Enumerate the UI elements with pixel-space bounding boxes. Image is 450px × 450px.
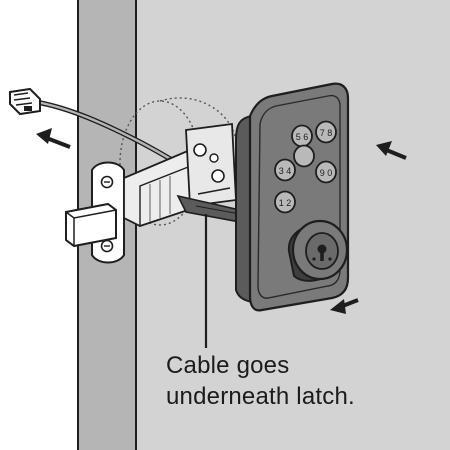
callout-caption: Cable goes underneath latch.: [166, 350, 446, 412]
keypad-key-34: 3 4: [274, 158, 296, 182]
ethernet-plug-icon: [9, 87, 41, 116]
deadbolt-cylinder: [287, 219, 349, 282]
keypad-key-label: 5 6: [296, 132, 309, 142]
keypad-key-12: 1 2: [274, 190, 296, 214]
keypad-key-90: 9 0: [315, 160, 337, 184]
keypad-lock: 5 6 7 8 3 4 9 0 1 2: [235, 82, 350, 312]
keyhole-icon: [312, 244, 332, 261]
keypad-key-label: 7 8: [320, 128, 333, 138]
keypad-key-blank: [293, 144, 315, 168]
keypad-key-label: 3 4: [279, 166, 292, 176]
keypad-key-78: 7 8: [315, 120, 337, 144]
keypad-key-label: 1 2: [279, 198, 292, 208]
caption-line-2: underneath latch.: [166, 383, 355, 410]
keypad-key-label: 9 0: [320, 168, 333, 178]
arrow-icon: [376, 141, 407, 160]
keypad-key-56: 5 6: [291, 124, 313, 148]
latch-bolt: [65, 202, 117, 248]
arrow-icon: [330, 298, 359, 314]
caption-line-1: Cable goes: [166, 352, 290, 379]
arrow-icon: [36, 128, 71, 149]
